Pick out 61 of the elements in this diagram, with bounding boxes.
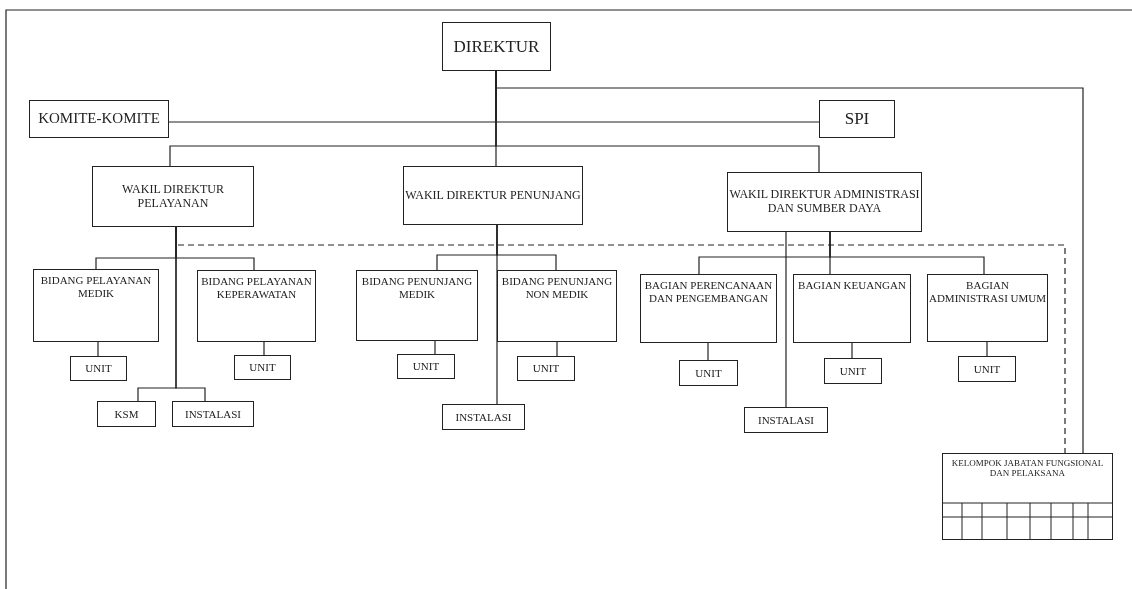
node-label: UNIT: [695, 366, 722, 380]
connector-line: [496, 224, 498, 405]
org-box: [793, 274, 911, 343]
org-box: [640, 274, 777, 343]
node-label: UNIT: [412, 360, 440, 373]
org-box: [234, 355, 291, 380]
connector-line: [785, 231, 787, 408]
node-label: INSTALASI: [185, 407, 241, 421]
node-label: UNIT: [839, 364, 867, 378]
connector-line: [851, 342, 853, 359]
node-label: KELOMPOK JABATAN FUNGSIONAL DAN PELAKSANA: [950, 458, 1105, 479]
node-label: UNIT: [249, 361, 276, 374]
node-label: UNIT: [973, 362, 1001, 376]
org-box: [33, 269, 159, 342]
org-box: [197, 270, 316, 342]
org-box: [927, 274, 1048, 342]
connector-line: [434, 340, 436, 355]
node-label: UNIT: [85, 362, 112, 375]
org-box: [70, 356, 127, 381]
connector-line: [556, 341, 558, 357]
node-label: BIDANG PELAYANAN MEDIK: [39, 274, 153, 300]
org-box: [497, 270, 617, 342]
node-label: BAGIAN KEUANGAN: [798, 279, 906, 292]
node-label: BAGIAN PERENCANAAN DAN PENGEMBANGAN: [643, 279, 774, 305]
node-label: BIDANG PENUNJANG MEDIK: [360, 275, 474, 301]
org-box: [397, 354, 455, 379]
org-box: [942, 453, 1113, 540]
node-label: KOMITE-KOMITE: [38, 110, 160, 128]
node-label: BIDANG PENUNJANG NON MEDIK: [500, 275, 614, 301]
org-box: [958, 356, 1016, 382]
node-label: WAKIL DIREKTUR ADMINISTRASI DAN SUMBER DAYA: [728, 188, 921, 216]
connector-line: [829, 231, 985, 275]
org-box: [403, 166, 583, 225]
node-label: WAKIL DIREKTUR PENUNJANG: [405, 188, 581, 203]
node-label: WAKIL DIREKTUR PELAYANAN: [121, 182, 225, 211]
org-box: [517, 356, 575, 381]
org-box: [727, 172, 922, 232]
org-box: [92, 166, 254, 227]
connector-line: [263, 341, 265, 356]
org-box: [172, 401, 254, 427]
org-box: [442, 404, 525, 430]
org-box: [679, 360, 738, 386]
node-label: INSTALASI: [455, 410, 512, 424]
node-label: BIDANG PELAYANAN KEPERAWATAN: [200, 275, 313, 301]
org-box: [97, 401, 156, 427]
org-box: [356, 270, 478, 341]
node-label: KSM: [114, 407, 139, 421]
org-box: [442, 22, 551, 71]
node-label: BAGIAN ADMINISTRASI UMUM: [928, 279, 1047, 305]
org-box: [824, 358, 882, 384]
node-label: UNIT: [532, 362, 560, 375]
org-box: [744, 407, 828, 433]
connector-line: [97, 341, 99, 357]
org-box: [29, 100, 169, 138]
node-label: SPI: [844, 109, 870, 129]
node-label: DIREKTUR: [453, 36, 540, 57]
org-box: [819, 100, 895, 138]
connector-line: [707, 342, 709, 361]
connector-line: [175, 226, 206, 402]
connector-line: [986, 341, 988, 357]
node-label: INSTALASI: [758, 413, 814, 427]
